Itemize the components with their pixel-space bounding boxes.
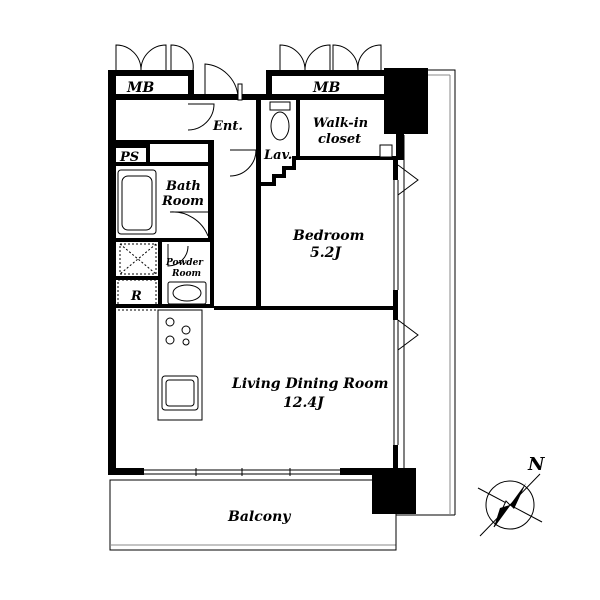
north-label: N [527, 454, 546, 475]
mb-left-label: MB [126, 80, 154, 96]
entrance-label: Ent. [212, 119, 243, 134]
window-bay-left [115, 44, 194, 71]
walkin-closet-label-2: closet [318, 132, 361, 147]
living-dining-label: Living Dining Room [231, 376, 388, 392]
window-bay-right [279, 44, 382, 71]
mb-right-label: MB [312, 80, 340, 96]
refrigerator-space [117, 279, 157, 311]
living-dining-size-label: 12.4J [283, 395, 325, 411]
refrigerator-label: R [130, 289, 142, 304]
bedroom-label: Bedroom [292, 228, 364, 244]
bath-room-label-1: Bath [165, 179, 201, 194]
balcony-area [109, 479, 455, 551]
washing-machine-space [119, 243, 157, 275]
bathtub [117, 169, 157, 235]
doors [167, 63, 419, 351]
powder-room-label-2: Room [171, 269, 201, 279]
bath-room-label-2: Room [161, 194, 204, 209]
toilet [269, 101, 291, 141]
walkin-closet-label-1: Walk-in [313, 116, 368, 131]
washbasin [167, 281, 207, 305]
lavatory-label: Lav. [263, 148, 292, 163]
compass-rose: N [477, 454, 546, 537]
kitchen-counter [157, 309, 203, 421]
powder-room-label-1: Powder [165, 258, 204, 268]
balcony-label: Balcony [227, 509, 291, 525]
windows [144, 180, 399, 476]
exterior-corridor [403, 69, 456, 515]
walls [108, 68, 428, 514]
bedroom-size-label: 5.2J [310, 245, 342, 261]
ps-label: PS [119, 150, 139, 165]
